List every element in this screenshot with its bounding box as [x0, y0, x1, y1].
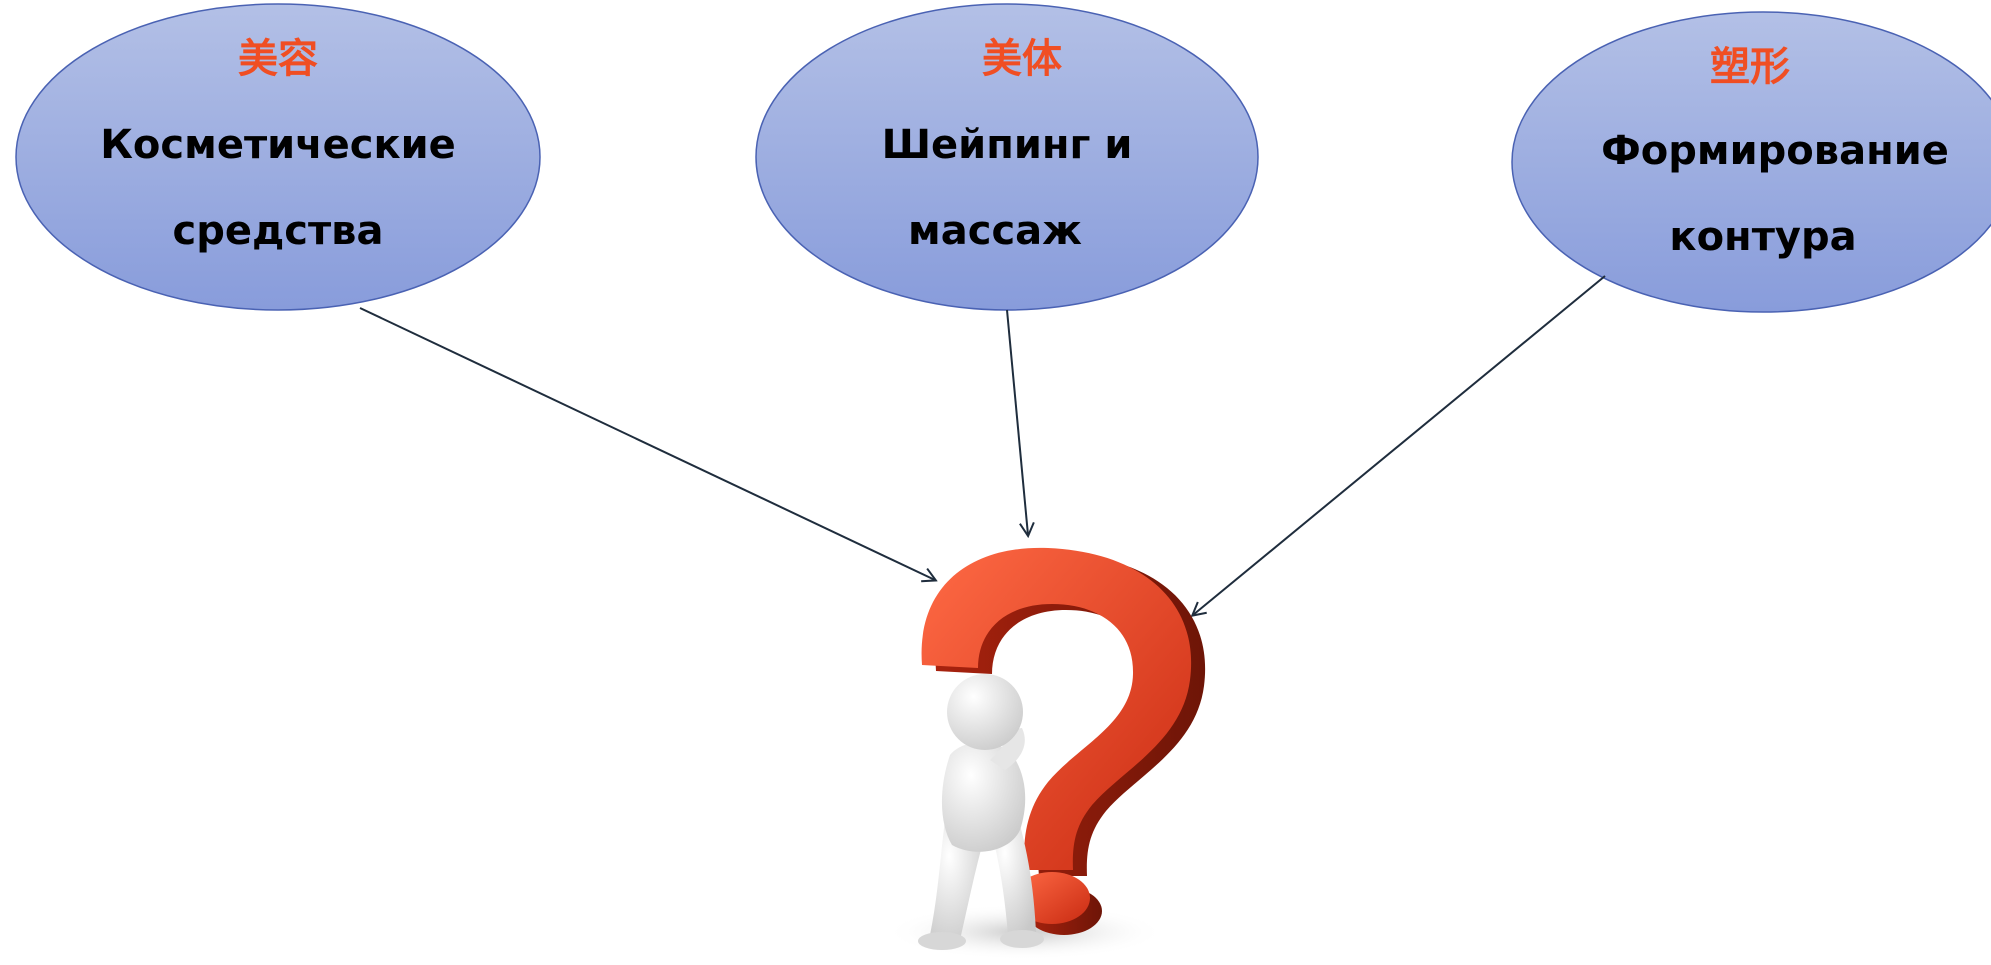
bubble-contouring-label-line2: контура: [1669, 214, 1856, 260]
bubble-cosmetics-zh-label: 美容: [238, 36, 318, 82]
bubble-cosmetics: 美容 Косметические средства: [15, 3, 541, 311]
bubble-shaping-massage: 美体 Шейпинг и массаж: [755, 3, 1259, 311]
arrow-contouring-to-question: [1193, 275, 1606, 615]
thinking-figure-question-mark-icon: [885, 547, 1206, 960]
arrow-cosmetics-to-question: [359, 307, 935, 580]
bubble-contouring-label-line1: Формирование: [1601, 128, 1949, 174]
bubble-shaping-label-line2: массаж: [908, 208, 1082, 254]
bubble-cosmetics-label-line1: Косметические: [100, 122, 456, 168]
arrow-shaping-to-question: [1006, 309, 1028, 535]
bubble-contouring-zh-label: 塑形: [1710, 44, 1790, 90]
bubble-shaping-label-line1: Шейпинг и: [882, 122, 1133, 168]
bubble-shaping-zh-label: 美体: [982, 36, 1062, 82]
bubble-cosmetics-label-line2: средства: [173, 208, 384, 254]
bubble-contouring: 塑形 Формирование контура: [1511, 11, 1991, 313]
